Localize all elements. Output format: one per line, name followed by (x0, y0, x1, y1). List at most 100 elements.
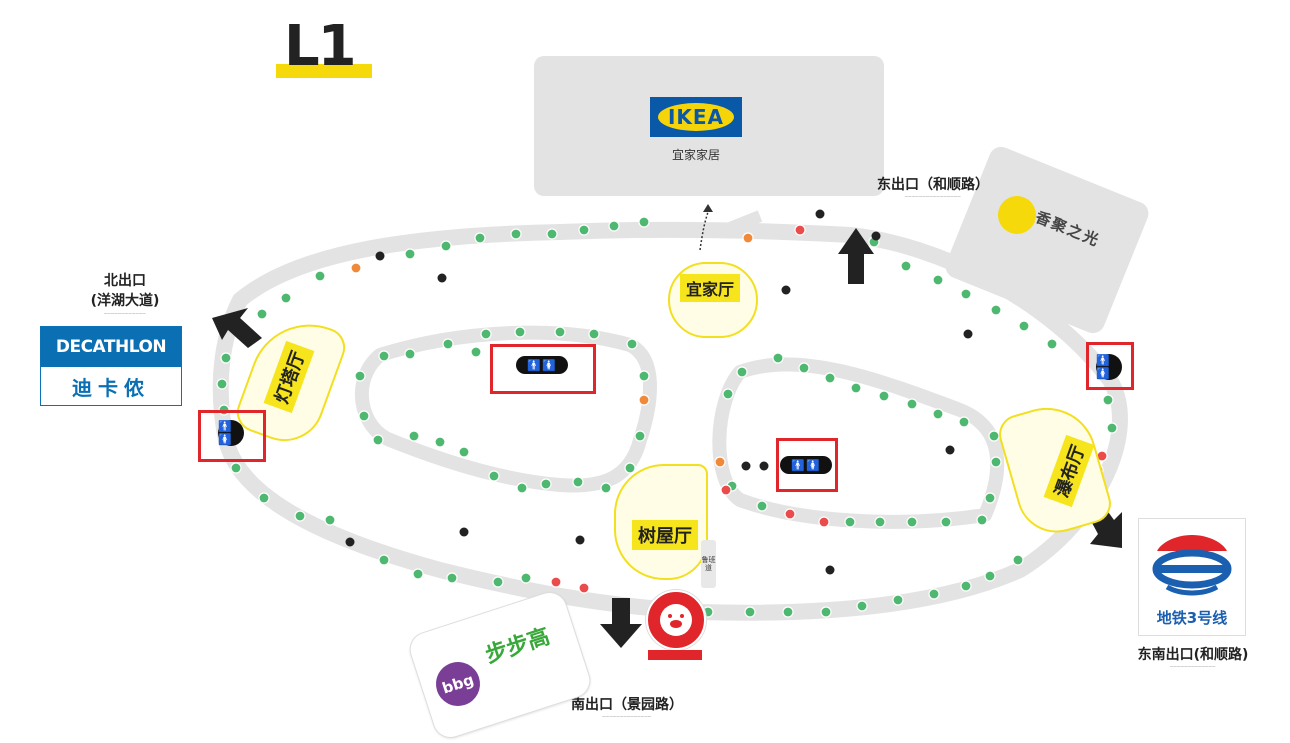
service-facility-icon[interactable] (575, 535, 585, 545)
shop-marker[interactable] (960, 580, 972, 592)
shop-marker[interactable] (756, 500, 768, 512)
service-facility-icon[interactable] (871, 231, 881, 241)
shop-marker[interactable] (1046, 338, 1058, 350)
shop-marker[interactable] (844, 516, 856, 528)
shop-marker[interactable] (480, 328, 492, 340)
shop-marker[interactable] (782, 606, 794, 618)
shop-marker[interactable] (588, 328, 600, 340)
shop-marker[interactable] (794, 224, 806, 236)
shop-marker[interactable] (540, 478, 552, 490)
restroom-highlight-center-left[interactable] (490, 344, 596, 394)
shop-marker[interactable] (984, 492, 996, 504)
shop-marker[interactable] (608, 220, 620, 232)
service-facility-icon[interactable] (825, 565, 835, 575)
service-facility-icon[interactable] (459, 527, 469, 537)
shop-marker[interactable] (446, 572, 458, 584)
shop-marker[interactable] (378, 350, 390, 362)
shop-marker[interactable] (772, 352, 784, 364)
shop-marker[interactable] (624, 462, 636, 474)
shop-marker[interactable] (1102, 394, 1114, 406)
service-facility-icon[interactable] (781, 285, 791, 295)
shop-marker[interactable] (932, 274, 944, 286)
shop-marker[interactable] (216, 378, 228, 390)
shop-marker[interactable] (958, 416, 970, 428)
shop-marker[interactable] (514, 326, 526, 338)
shop-marker[interactable] (354, 370, 366, 382)
shop-marker[interactable] (412, 568, 424, 580)
shop-marker[interactable] (742, 232, 754, 244)
shop-marker[interactable] (324, 514, 336, 526)
shop-marker[interactable] (714, 456, 726, 468)
shop-marker[interactable] (458, 446, 470, 458)
shop-marker[interactable] (294, 510, 306, 522)
shop-marker[interactable] (520, 572, 532, 584)
shop-marker[interactable] (404, 248, 416, 260)
metro-line-3-sign[interactable]: 地铁3号线 (1138, 518, 1246, 636)
shop-marker[interactable] (1106, 422, 1118, 434)
shop-marker[interactable] (256, 308, 268, 320)
service-facility-icon[interactable] (345, 537, 355, 547)
shop-marker[interactable] (638, 370, 650, 382)
restroom-highlight-west[interactable] (198, 410, 266, 462)
shop-marker[interactable] (818, 516, 830, 528)
service-facility-icon[interactable] (741, 461, 751, 471)
shop-marker[interactable] (372, 434, 384, 446)
shop-marker[interactable] (824, 372, 836, 384)
shop-marker[interactable] (404, 348, 416, 360)
shop-marker[interactable] (878, 390, 890, 402)
shop-marker[interactable] (220, 352, 232, 364)
shop-marker[interactable] (988, 430, 1000, 442)
shop-marker[interactable] (600, 482, 612, 494)
shop-marker[interactable] (550, 576, 562, 588)
restroom-highlight-east[interactable] (1086, 342, 1134, 390)
shop-marker[interactable] (1018, 320, 1030, 332)
shop-marker[interactable] (638, 394, 650, 406)
shop-marker[interactable] (350, 262, 362, 274)
ikea-logo[interactable]: IKEA (650, 97, 742, 137)
shop-marker[interactable] (230, 462, 242, 474)
shop-marker[interactable] (906, 516, 918, 528)
service-facility-icon[interactable] (437, 273, 447, 283)
shop-marker[interactable] (900, 260, 912, 272)
shop-marker[interactable] (314, 270, 326, 282)
shop-marker[interactable] (280, 292, 292, 304)
service-facility-icon[interactable] (375, 251, 385, 261)
shop-marker[interactable] (906, 398, 918, 410)
restroom-highlight-center-right[interactable] (776, 438, 838, 492)
shop-marker[interactable] (976, 514, 988, 526)
shop-marker[interactable] (572, 476, 584, 488)
service-facility-icon[interactable] (945, 445, 955, 455)
shop-marker[interactable] (798, 362, 810, 374)
shop-marker[interactable] (932, 408, 944, 420)
shop-marker[interactable] (578, 582, 590, 594)
service-facility-icon[interactable] (815, 209, 825, 219)
shop-marker[interactable] (940, 516, 952, 528)
shop-marker[interactable] (378, 554, 390, 566)
shop-marker[interactable] (578, 224, 590, 236)
service-facility-icon[interactable] (759, 461, 769, 471)
shop-marker[interactable] (516, 482, 528, 494)
shop-marker[interactable] (492, 576, 504, 588)
shop-marker[interactable] (722, 388, 734, 400)
decathlon-logo[interactable]: DECATHLON 迪卡侬 (40, 326, 182, 406)
shop-marker[interactable] (554, 326, 566, 338)
shop-marker[interactable] (258, 492, 270, 504)
shop-marker[interactable] (720, 484, 732, 496)
shop-marker[interactable] (856, 600, 868, 612)
service-facility-icon[interactable] (963, 329, 973, 339)
shop-marker[interactable] (1012, 554, 1024, 566)
shop-marker[interactable] (736, 366, 748, 378)
shop-marker[interactable] (634, 430, 646, 442)
shop-marker[interactable] (358, 410, 370, 422)
shop-marker[interactable] (474, 232, 486, 244)
shop-marker[interactable] (510, 228, 522, 240)
shop-marker[interactable] (434, 436, 446, 448)
shop-marker[interactable] (470, 346, 482, 358)
shop-marker[interactable] (850, 382, 862, 394)
shop-marker[interactable] (546, 228, 558, 240)
shop-marker[interactable] (440, 240, 452, 252)
shop-marker[interactable] (638, 216, 650, 228)
shop-marker[interactable] (984, 570, 996, 582)
shop-marker[interactable] (960, 288, 972, 300)
shop-marker[interactable] (784, 508, 796, 520)
